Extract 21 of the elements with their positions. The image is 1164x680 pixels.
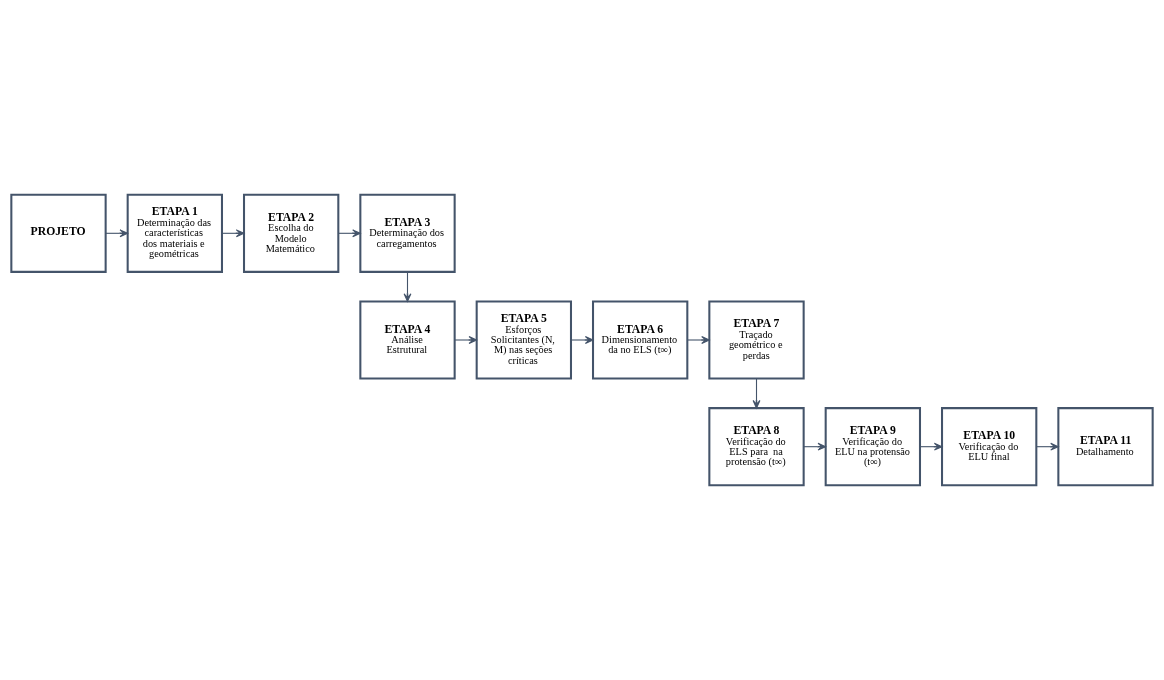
arrow <box>454 336 478 344</box>
node-box: ETAPA 7 Traçado geométrico e perdas <box>708 300 805 380</box>
arrow <box>919 442 943 451</box>
arrow <box>337 229 361 238</box>
arrow <box>221 229 245 238</box>
arrow <box>570 336 594 344</box>
arrow <box>1035 442 1059 451</box>
arrow <box>752 378 761 409</box>
node-box: ETAPA 2 Escolha do Modelo Matemático <box>242 193 340 273</box>
node-box: ETAPA 4 Análise Estrutural <box>359 300 456 380</box>
arrow <box>403 271 412 302</box>
node-box: ETAPA 11 Detalhamento <box>1057 407 1154 487</box>
node-box: ETAPA 1 Determinação das características dos materiais e geométricas <box>126 193 223 273</box>
arrow <box>686 336 710 344</box>
node-box: PROJETO <box>10 193 107 273</box>
node-box: ETAPA 9 Verificação do ELU na protensão (t∞) <box>824 407 922 487</box>
node-box: ETAPA 5 Esforços Solicitantes (N, M) nas seções críticas <box>475 300 573 380</box>
node-box: ETAPA 10 Verificação do ELU final <box>941 407 1038 487</box>
node-box: ETAPA 6 Dimensionamento da no ELS (t∞) <box>591 300 689 380</box>
node-box: ETAPA 3 Determinação dos carregamentos <box>359 193 456 273</box>
node-box: ETAPA 8 Verificação do ELS para na protensão (t∞) <box>708 407 805 487</box>
